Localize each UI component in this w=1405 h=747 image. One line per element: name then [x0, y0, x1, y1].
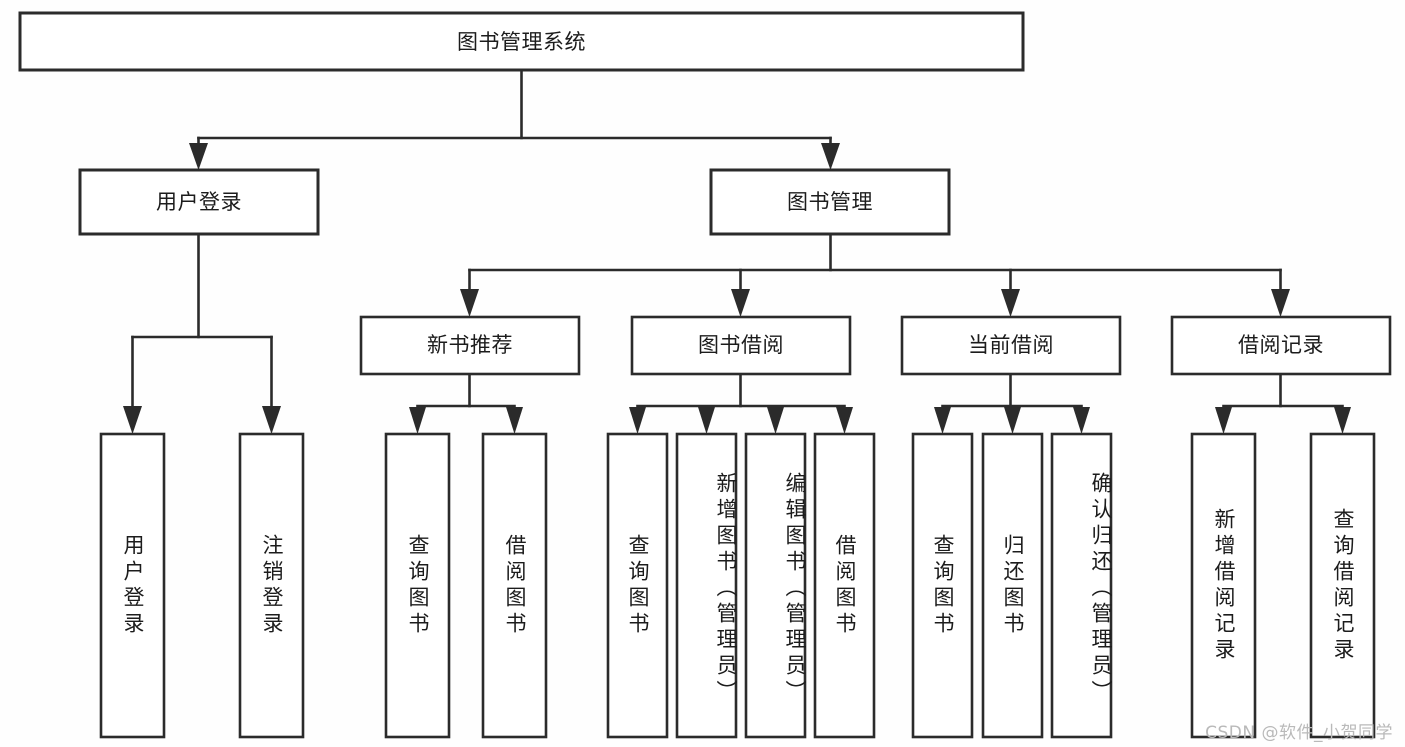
node-new-book-recommend-box[interactable]: [359, 315, 581, 376]
leaf-box-user-login[interactable]: [99, 432, 166, 739]
leaf-box-confirm-return-admin[interactable]: [1050, 432, 1113, 739]
node-current-borrow-box[interactable]: [900, 315, 1122, 376]
node-book-manage-box[interactable]: [709, 168, 951, 236]
node-book-borrow[interactable]: 图书借阅: [630, 315, 852, 376]
arrow-head-leaf-user-login: [123, 406, 142, 434]
node-new-book-recommend-label: 新书推荐: [427, 333, 513, 357]
arrow-head-leaf-return-book: [1004, 407, 1021, 434]
node-new-book-recommend[interactable]: 新书推荐: [359, 315, 581, 376]
leaf-box-borrow-book-1[interactable]: [481, 432, 548, 739]
arrow-head-new-book-recommend: [460, 289, 479, 317]
node-borrow-record-box[interactable]: [1170, 315, 1392, 376]
arrow-head-book-manage: [821, 143, 840, 170]
leaf-box-edit-book-admin[interactable]: [744, 432, 807, 739]
arrow-head-leaf-edit-book-admin: [767, 407, 784, 434]
node-root-label: 图书管理系统: [457, 30, 586, 54]
arrow-head-leaf-query-book-1: [409, 407, 426, 434]
leaf-box-add-book-admin[interactable]: [675, 432, 738, 739]
leaf-box-query-book-1[interactable]: [384, 432, 451, 739]
arrow-head-leaf-query-book-2: [629, 407, 646, 434]
arrow-head-leaf-confirm-return-admin: [1073, 407, 1090, 434]
arrow-head-leaf-user-logout: [262, 406, 281, 434]
leaf-box-query-book-3[interactable]: [911, 432, 974, 739]
arrow-head-current-borrow: [1001, 289, 1020, 317]
arrow-head-leaf-borrow-book-1: [506, 407, 523, 434]
arrow-head-book-borrow: [731, 289, 750, 317]
node-root-box[interactable]: [18, 11, 1025, 72]
node-current-borrow[interactable]: 当前借阅: [900, 315, 1122, 376]
node-root[interactable]: 图书管理系统: [18, 11, 1025, 72]
node-user-login[interactable]: 用户登录: [78, 168, 320, 236]
node-book-manage[interactable]: 图书管理: [709, 168, 951, 236]
node-book-manage-label: 图书管理: [787, 190, 873, 214]
node-borrow-record[interactable]: 借阅记录: [1170, 315, 1392, 376]
leaf-box-query-borrow-record[interactable]: [1309, 432, 1376, 739]
arrow-head-leaf-borrow-book-2: [836, 407, 853, 434]
arrow-head-leaf-query-book-3: [934, 407, 951, 434]
node-user-login-label: 用户登录: [156, 190, 242, 214]
leaf-box-user-logout[interactable]: [238, 432, 305, 739]
leaf-box-query-book-2[interactable]: [606, 432, 669, 739]
arrow-head-user-login: [189, 143, 208, 170]
node-book-borrow-box[interactable]: [630, 315, 852, 376]
node-book-borrow-label: 图书借阅: [698, 333, 784, 357]
node-borrow-record-label: 借阅记录: [1238, 333, 1324, 357]
arrow-head-leaf-query-borrow-record: [1334, 407, 1351, 434]
leaf-box-borrow-book-2[interactable]: [813, 432, 876, 739]
node-current-borrow-label: 当前借阅: [968, 333, 1054, 357]
arrow-head-leaf-add-book-admin: [698, 407, 715, 434]
leaf-box-layer: [99, 432, 1376, 739]
connector-layer: [123, 68, 1351, 434]
leaf-box-return-book[interactable]: [981, 432, 1044, 739]
arrow-head-borrow-record: [1271, 289, 1290, 317]
arrow-head-leaf-add-borrow-record: [1215, 407, 1232, 434]
leaf-box-add-borrow-record[interactable]: [1190, 432, 1257, 739]
node-user-login-box[interactable]: [78, 168, 320, 236]
csdn-watermark: CSDN @软件_小贺同学: [1205, 723, 1393, 743]
